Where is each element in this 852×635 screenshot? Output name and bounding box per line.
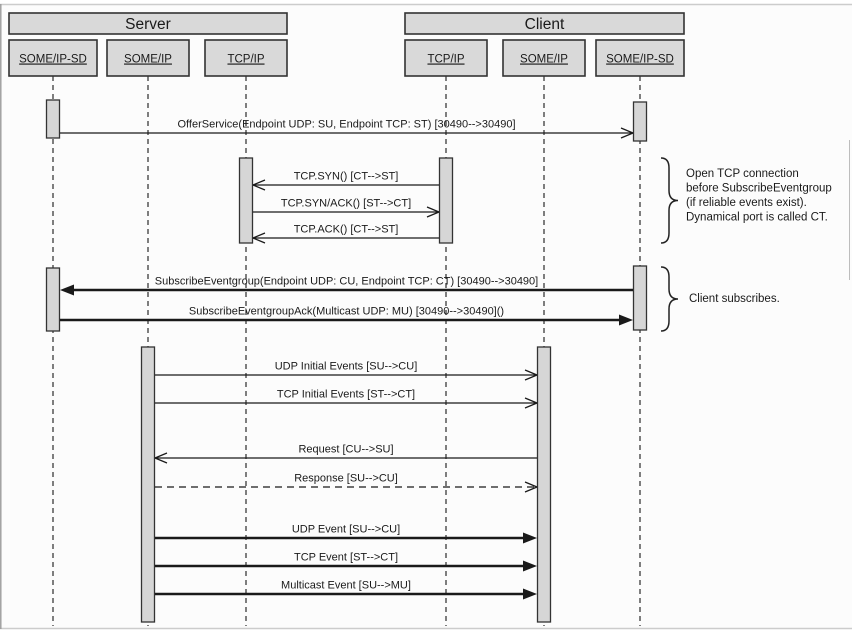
group-header-label-client: Client <box>525 16 565 33</box>
annotation-line: before SubscribeEventgroup <box>686 183 832 195</box>
annotation-line: (if reliable events exist). <box>686 197 807 209</box>
activation-bar-client-someip-sd <box>632 101 648 142</box>
participant-label-server-someip-sd: SOME/IP-SD <box>19 54 87 66</box>
annotation-line: Dynamical port is called CT. <box>686 212 828 224</box>
arrowhead-open-icon <box>524 397 538 409</box>
arrowhead-open-icon <box>154 452 168 464</box>
arrowhead-open-icon <box>620 127 634 139</box>
message-label: UDP Event [SU-->CU] <box>292 524 400 536</box>
annotation-brace <box>660 266 679 332</box>
participant-box-server-someip-sd <box>8 39 98 77</box>
annotation-text: Open TCP connection before SubscribeEvent… <box>686 168 832 224</box>
group-header-label-server: Server <box>125 16 171 33</box>
annotation-text: Client subscribes. <box>689 293 780 305</box>
arrowhead-filled-icon <box>619 314 633 326</box>
activation-bar-server-tcpip <box>238 157 254 244</box>
message-label: TCP Initial Events [ST-->CT] <box>277 389 415 401</box>
participant-box-client-someip-sd <box>595 39 685 77</box>
activation-bar-client-tcpip <box>438 157 454 244</box>
message-label: Multicast Event [SU-->MU] <box>281 580 411 592</box>
group-header-box-server <box>8 12 288 35</box>
participant-box-server-someip <box>106 39 190 77</box>
participant-box-client-someip <box>502 39 586 77</box>
message-label: OfferService(Endpoint UDP: SU, Endpoint … <box>177 119 515 131</box>
participant-label-client-tcpip: TCP/IP <box>427 54 464 66</box>
participant-box-client-tcpip <box>404 39 488 77</box>
arrowhead-open-icon <box>426 206 440 218</box>
arrowhead-open-icon <box>524 481 538 493</box>
arrowhead-open-icon <box>252 179 266 191</box>
arrowhead-filled-icon <box>523 560 537 572</box>
message-label: TCP.SYN/ACK() [ST-->CT] <box>281 198 411 210</box>
participant-label-server-someip: SOME/IP <box>124 54 172 66</box>
annotation-line: Client subscribes. <box>689 293 780 305</box>
annotation-brace <box>660 157 679 244</box>
group-header-box-client <box>404 12 685 35</box>
participant-box-server-tcpip <box>204 39 288 77</box>
message-label: SubscribeEventgroup(Endpoint UDP: CU, En… <box>155 276 538 288</box>
arrowhead-filled-icon <box>523 588 537 600</box>
participant-label-server-tcpip: TCP/IP <box>227 54 264 66</box>
activation-bar-server-someip <box>140 346 156 623</box>
message-label: Response [SU-->CU] <box>294 473 398 485</box>
participant-label-client-someip-sd: SOME/IP-SD <box>606 54 674 66</box>
message-label: Request [CU-->SU] <box>298 444 393 456</box>
participant-label-client-someip: SOME/IP <box>520 54 568 66</box>
arrowhead-open-icon <box>252 232 266 244</box>
arrowhead-open-icon <box>524 369 538 381</box>
annotation-line: Open TCP connection <box>686 168 799 180</box>
message-label: TCP.ACK() [CT-->ST] <box>294 224 399 236</box>
activation-bar-client-someip <box>536 346 552 623</box>
activation-bar-server-someip-sd <box>45 267 61 332</box>
activation-bar-server-someip-sd <box>45 99 61 139</box>
message-label: SubscribeEventgroupAck(Multicast UDP: MU… <box>189 306 504 318</box>
arrowhead-filled-icon <box>60 284 74 296</box>
arrowhead-filled-icon <box>523 532 537 544</box>
message-label: TCP.SYN() [CT-->ST] <box>294 171 399 183</box>
activation-bar-client-someip-sd <box>632 265 648 331</box>
message-label: UDP Initial Events [SU-->CU] <box>275 361 418 373</box>
message-label: TCP Event [ST-->CT] <box>294 552 398 564</box>
